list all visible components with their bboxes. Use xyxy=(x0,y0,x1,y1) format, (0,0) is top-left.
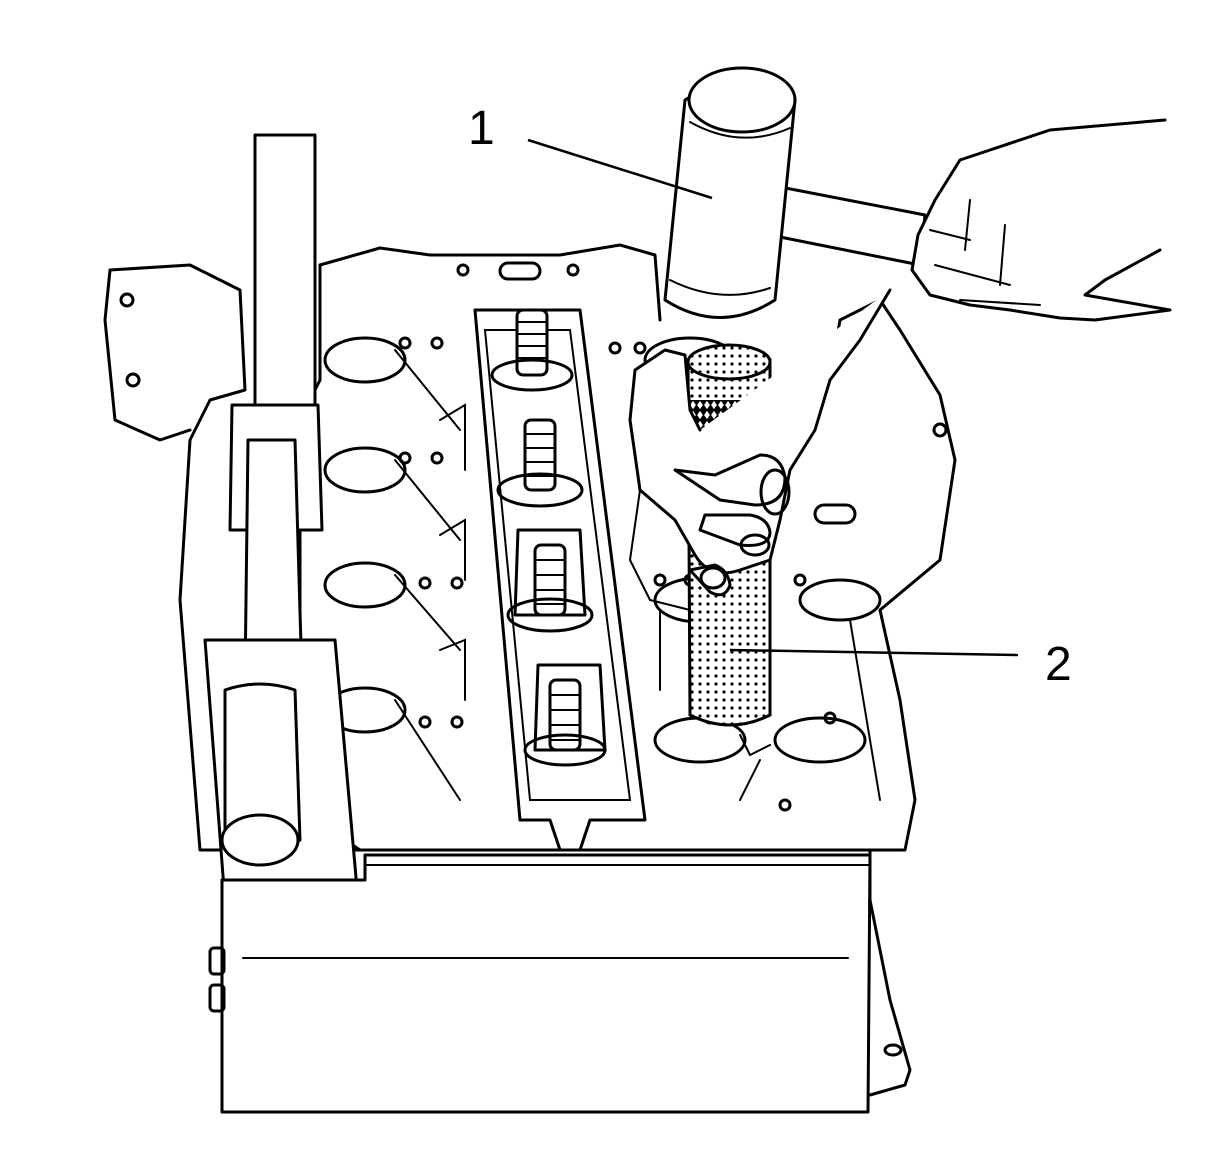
holding-fixture xyxy=(203,133,360,904)
callout-2-label: 2 xyxy=(1045,638,1072,691)
left-hand xyxy=(628,288,892,611)
valve-springs xyxy=(490,308,607,767)
callout-1-leader xyxy=(527,138,713,200)
mallet xyxy=(663,66,927,319)
support-block xyxy=(208,853,872,1114)
callout-1-label: 1 xyxy=(468,102,495,155)
callout-2-leader xyxy=(729,648,1019,657)
right-hand xyxy=(910,118,1172,322)
